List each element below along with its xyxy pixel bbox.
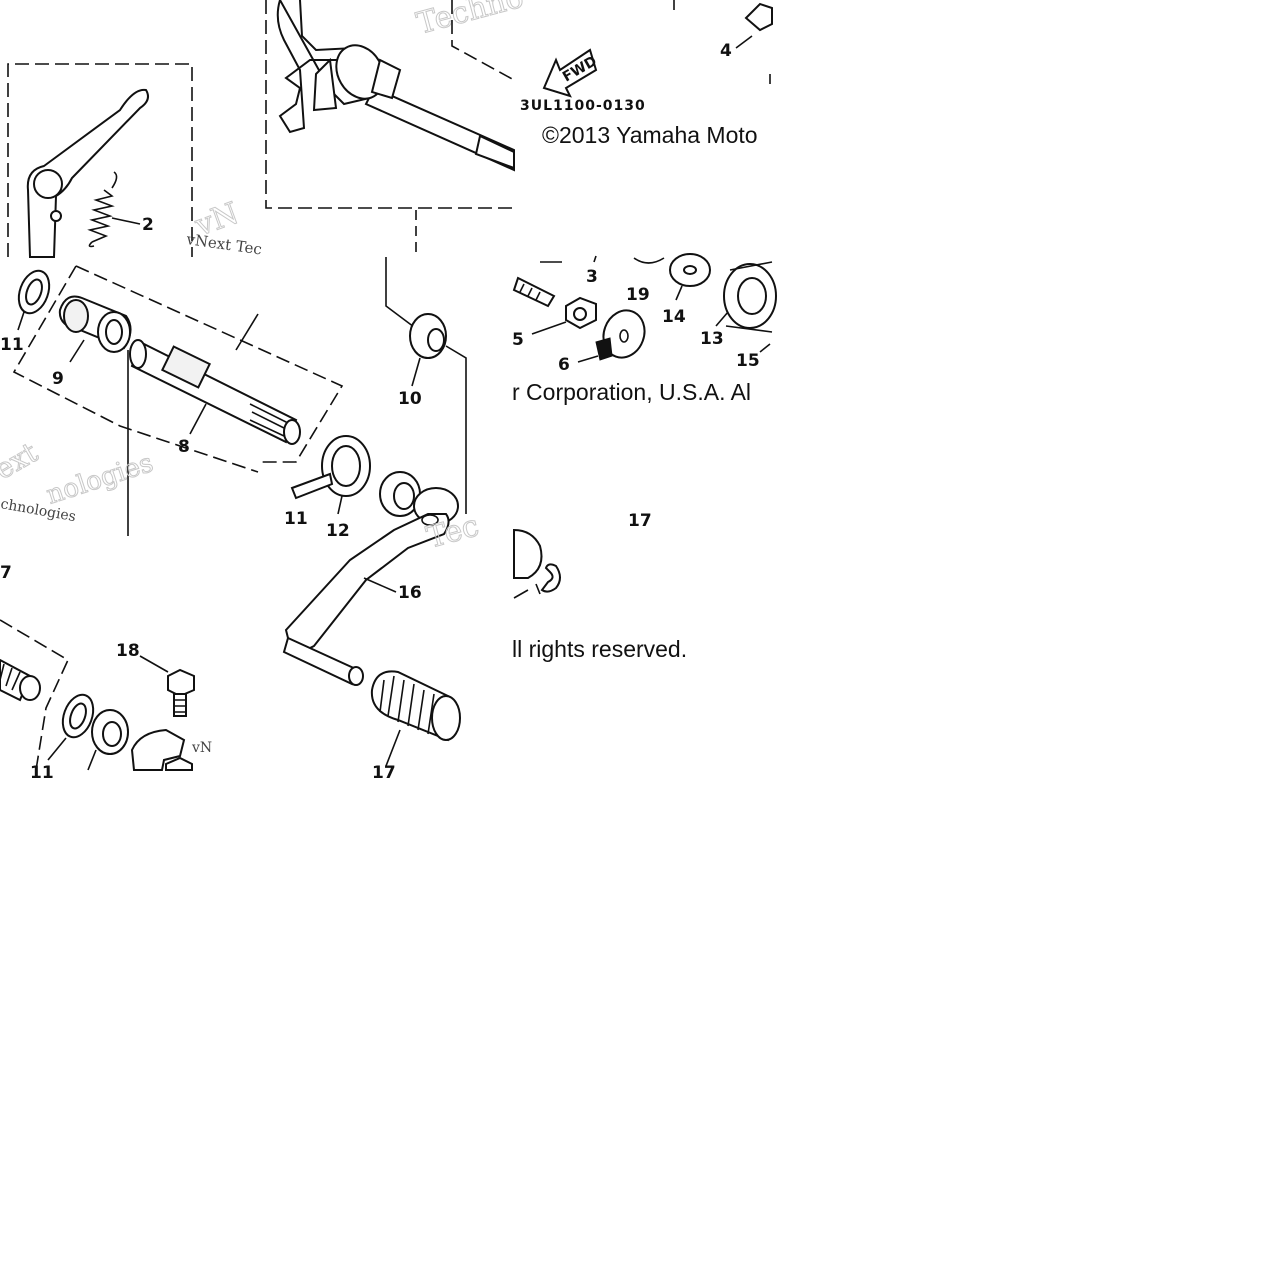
shift-pedal-part-16 [282,513,450,686]
callout-15: 15 [736,351,760,371]
watermark-text: nologies [43,448,157,511]
tile-bottom-right: 17 ll rights reserved. [512,511,687,662]
callout-17a: 17 [628,511,652,531]
copyright-text-part2: r Corporation, U.S.A. Al [512,379,751,405]
copyright-text-part1: ©2013 Yamaha Moto [542,122,758,148]
callout-13: 13 [700,329,724,349]
callout-17b: 17 [372,763,396,783]
plate-part-6 [595,309,646,361]
bush-part-10 [409,313,447,359]
callout-8: 8 [178,437,190,457]
callout-16: 16 [398,583,422,603]
tile-top-middle: Techno [265,0,528,257]
tile-middle-middle: 10 [290,257,467,525]
tile-middle-left: 11 9 8 ext nologies chnologies [0,265,344,525]
callout-11b: 11 [30,763,54,783]
callout-6: 6 [558,355,570,375]
spring-part-2 [87,171,118,248]
tile-bottom-left: 7 11 18 vN [0,514,212,783]
callout-7: 7 [0,563,12,583]
callout-3: 3 [586,267,598,287]
spring-part-12 [290,435,371,500]
copyright-text-part3: ll rights reserved. [512,636,687,662]
tile-middle-right: 5 3 6 19 14 13 15 r Corporation, U.S.A. [512,253,777,405]
callout-11a: 11 [0,335,24,355]
callout-19: 19 [626,285,650,305]
callout-11c: 11 [284,509,308,529]
watermark-text: vN [191,740,212,756]
bolt-part-18 [167,668,195,717]
tile-bottom-middle: 11 12 16 17 Tec [282,508,483,783]
callout-2: 2 [142,215,154,235]
callout-14: 14 [662,307,686,327]
watermark-text: Techno [413,0,527,42]
shaft-part-8 [129,339,301,445]
callout-18: 18 [116,641,140,661]
tile-top-left: 2 vNext Tec vN [7,63,263,259]
tile-top-right: FWD 3UL1100-0130 ©2013 Yamaha Moto 4 [451,0,773,148]
pedal-rubber-part-17 [370,670,461,742]
callout-5: 5 [512,330,524,350]
callout-4: 4 [720,41,732,61]
diagram-code: 3UL1100-0130 [520,98,646,114]
joint-part-9 [58,295,132,353]
callout-9: 9 [52,369,64,389]
fwd-arrow: FWD [542,48,600,98]
bearing-part-13 [723,261,777,333]
watermark-text: ext [0,435,44,486]
callout-12: 12 [326,521,350,541]
callout-10: 10 [398,389,422,409]
